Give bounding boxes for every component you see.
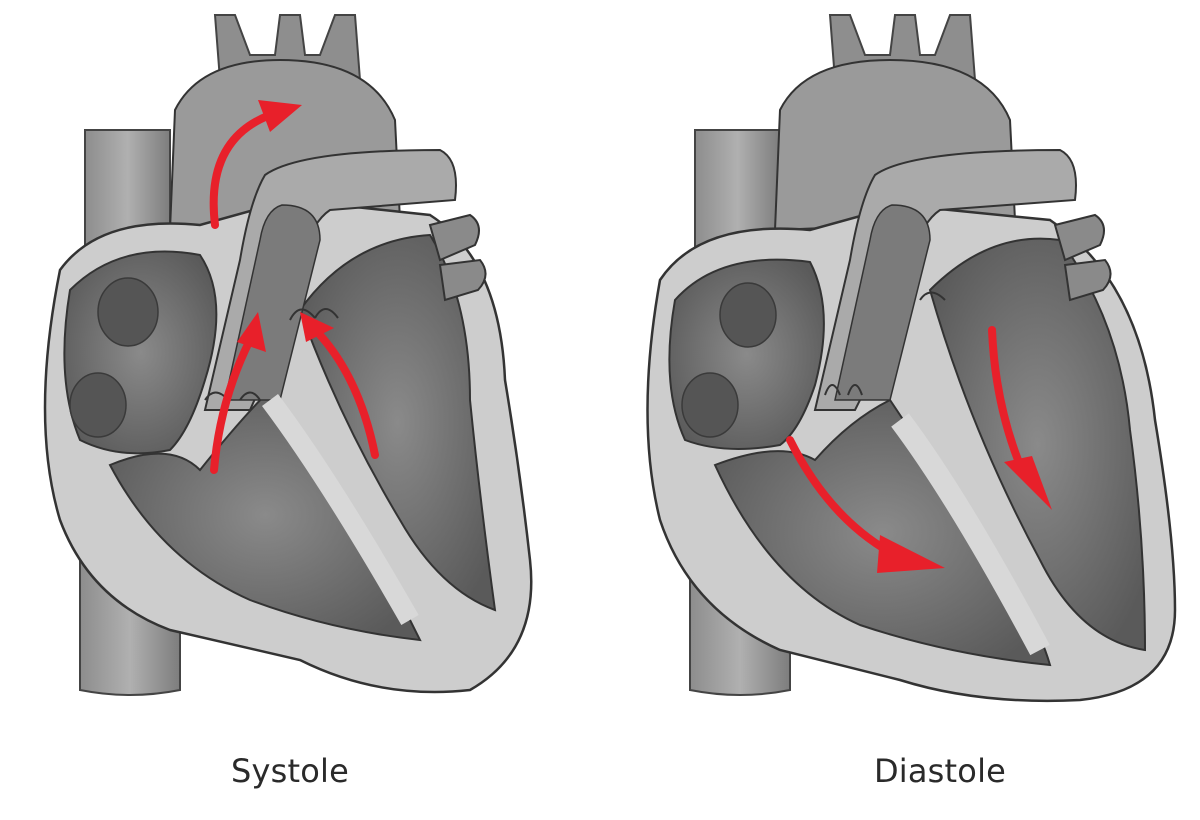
aortic-valve: [289, 308, 339, 321]
diastole-label: Diastole: [873, 752, 1007, 790]
vena-cava-opening-upper: [719, 282, 777, 348]
diastole-heart-illustration: [646, 14, 1177, 703]
interventricular-septum: [891, 413, 1050, 656]
left-ventricle-inflow-arrowhead: [1004, 456, 1052, 510]
blood-flow-arrows: [786, 326, 1052, 573]
vena-cava-opening-lower: [681, 372, 739, 438]
pulmonary-outflow-arrow: [210, 336, 254, 474]
interventricular-septum: [261, 394, 419, 625]
pulmonary-trunk-inner: [834, 204, 931, 401]
blood-flow-arrows: [209, 100, 379, 474]
vena-cava-opening-lower: [69, 372, 127, 438]
systole-heart-illustration: [43, 14, 533, 696]
pulmonary-veins: [428, 213, 487, 302]
aortic-outflow-arrowhead: [258, 100, 302, 132]
left-ventricle-inflow-arrow: [988, 326, 1022, 464]
left-ventricle: [298, 233, 497, 612]
left-ventricle-outflow-arrow: [316, 331, 379, 459]
diastole-panel: Diastole: [600, 0, 1200, 820]
right-ventricle-inflow-arrowhead: [877, 535, 945, 573]
systole-label: Systole: [230, 752, 350, 790]
aortic-outflow-arrow: [209, 111, 274, 229]
pulmonary-valve: [824, 384, 863, 396]
systole-panel: Systole: [43, 14, 533, 790]
pulmonary-outflow-arrowhead: [237, 312, 266, 352]
vena-cava-opening-upper: [97, 277, 159, 347]
left-ventricle-outflow-arrowhead: [300, 312, 334, 342]
aortic-valve: [919, 291, 946, 301]
pulmonary-veins: [1053, 213, 1112, 302]
